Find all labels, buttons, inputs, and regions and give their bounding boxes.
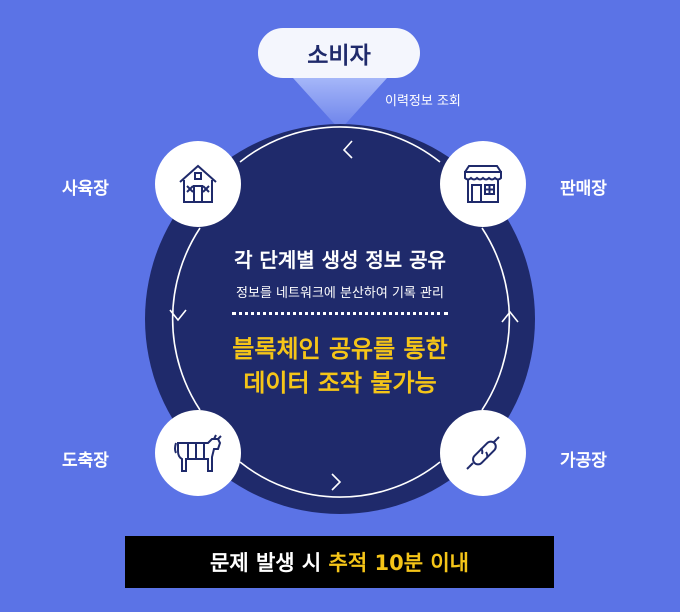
node-store [440,141,526,227]
dotted-divider [232,312,448,315]
node-ranch [155,141,241,227]
center-title: 각 단계별 생성 정보 공유 [234,248,446,272]
consumer-pill: 소비자 [258,28,420,78]
arrow-right [481,227,511,411]
cow-icon [174,434,222,472]
arrow-top-head [342,140,353,159]
center-subtitle: 정보를 네트워크에 분산하여 기록 관리 [236,286,444,301]
center-highlight-line-1: 블록체인 공유를 통한 [232,335,448,363]
sausage-icon [466,436,500,470]
arrow-bottom [239,461,441,498]
arrow-right-head [501,310,519,323]
center-highlight: 블록체인 공유를 통한 데이터 조작 불가능 [190,332,490,400]
consumer-label: 소비자 [307,43,371,69]
arrow-top [239,126,441,163]
trace-query-label: 이력정보 조회 [385,94,461,109]
node-slaughter [155,410,241,496]
node-label-slaughter: 도축장 [62,451,109,471]
house-icon [179,164,217,203]
node-label-store: 판매장 [560,179,607,199]
arrow-left [171,227,201,411]
node-processing [440,410,526,496]
arrow-bottom-head [331,473,342,491]
storefront-icon [464,165,502,203]
banner-highlight: 추적 10분 이내 [328,551,469,575]
bottom-banner: 문제 발생 시 추적 10분 이내 [125,536,554,588]
arrow-left-head [169,309,187,322]
center-highlight-line-2: 데이터 조작 불가능 [243,369,437,397]
banner-prefix: 문제 발생 시 [210,551,329,575]
node-label-processing: 가공장 [560,451,607,471]
node-label-ranch: 사육장 [62,179,109,199]
